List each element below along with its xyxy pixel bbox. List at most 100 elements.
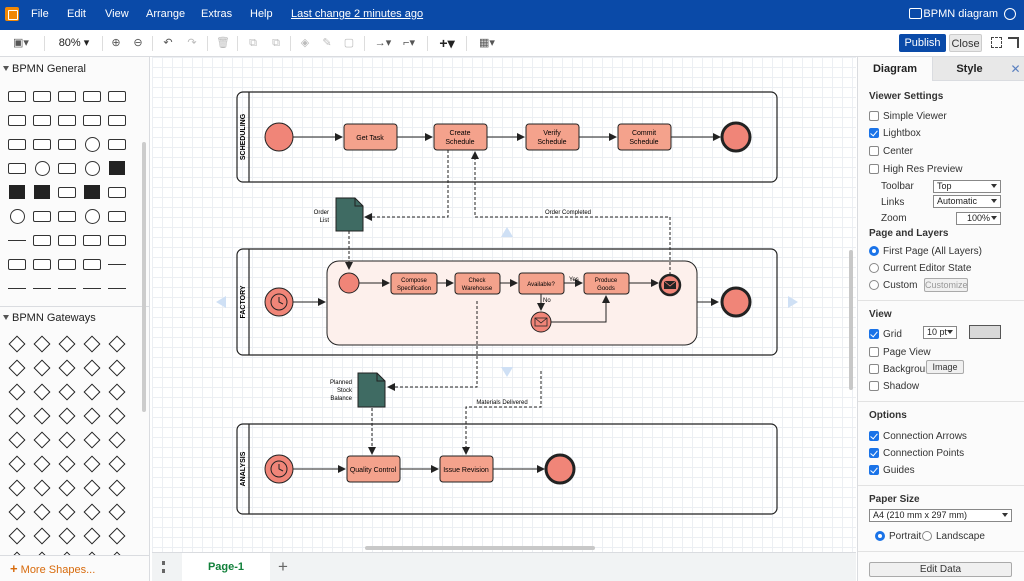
shape-palette-item[interactable] [81, 182, 103, 202]
shape-palette-item[interactable] [56, 334, 78, 354]
shape-palette-item[interactable] [6, 502, 28, 522]
shadow-option[interactable]: Shadow [869, 379, 919, 393]
shape-palette-item[interactable] [81, 406, 103, 426]
shape-palette-item[interactable] [106, 158, 128, 178]
shape-palette-item[interactable] [31, 230, 53, 250]
connection-points-checkbox[interactable] [869, 448, 879, 458]
section-bpmn-general[interactable]: BPMN General [0, 58, 149, 80]
shape-palette-item[interactable] [106, 334, 128, 354]
menu-extras[interactable]: Extras [201, 8, 233, 20]
comments-icon[interactable] [909, 8, 922, 19]
shape-palette-item[interactable] [56, 478, 78, 498]
shape-palette-item[interactable] [81, 526, 103, 546]
menu-arrange[interactable]: Arrange [146, 8, 186, 20]
shape-palette-item[interactable] [31, 254, 53, 274]
shape-palette-item[interactable] [31, 430, 53, 450]
shape-palette-item[interactable] [81, 430, 103, 450]
shape-palette-item[interactable] [56, 182, 78, 202]
shape-palette-item[interactable] [106, 502, 128, 522]
shape-palette-item[interactable] [31, 502, 53, 522]
pages-menu-icon[interactable] [162, 561, 165, 573]
format-panel-icon[interactable]: ▣▾ [13, 37, 29, 49]
shape-palette-item[interactable] [31, 526, 53, 546]
shape-palette-item[interactable] [31, 478, 53, 498]
shape-palette-item[interactable] [6, 454, 28, 474]
sidebar-scrollbar[interactable] [142, 142, 146, 412]
to-back-icon[interactable]: ⧉ [272, 37, 280, 49]
simple-viewer-checkbox[interactable] [869, 111, 879, 121]
waypoints-icon[interactable]: ⌐▾ [403, 37, 415, 49]
shape-palette-item[interactable] [6, 526, 28, 546]
portrait-option[interactable]: Portrait [875, 529, 921, 543]
add-page-icon[interactable]: + [278, 557, 288, 576]
lightbox-checkbox[interactable] [869, 128, 879, 138]
shape-palette-item[interactable] [6, 382, 28, 402]
task-issue-revision[interactable]: Issue Revision [439, 455, 494, 483]
fill-color-icon[interactable]: ◈ [300, 37, 310, 49]
shape-palette-item[interactable] [56, 382, 78, 402]
first-page-radio[interactable] [869, 246, 879, 256]
task-compose-spec[interactable]: Compose Specification [390, 272, 438, 295]
task-commit-schedule[interactable]: Commit Schedule [617, 123, 672, 151]
connection-style-icon[interactable]: →▾ [374, 37, 392, 49]
zoom-in-icon[interactable]: ⊕ [111, 37, 121, 49]
shape-palette-item[interactable] [106, 430, 128, 450]
shape-palette-item[interactable] [81, 230, 103, 250]
custom-option[interactable]: Custom [869, 278, 917, 292]
paper-size-select[interactable]: A4 (210 mm x 297 mm) [869, 509, 1012, 522]
close-button[interactable]: Close [949, 34, 982, 52]
last-change-link[interactable]: Last change 2 minutes ago [291, 8, 424, 20]
tab-style[interactable]: Style [932, 57, 1006, 81]
shape-palette-item[interactable] [106, 454, 128, 474]
shape-palette-item[interactable] [56, 454, 78, 474]
center-checkbox[interactable] [869, 146, 879, 156]
line-color-icon[interactable]: ✎ [322, 37, 332, 49]
shape-palette-item[interactable] [106, 382, 128, 402]
shape-palette-item[interactable] [56, 206, 78, 226]
background-option[interactable]: Background [869, 362, 936, 376]
lane-scheduling[interactable]: SCHEDULING [236, 91, 778, 183]
shape-palette-item[interactable] [81, 382, 103, 402]
shape-palette-item[interactable] [6, 134, 28, 154]
end-message-event[interactable] [658, 273, 682, 297]
high-res-checkbox[interactable] [869, 164, 879, 174]
subprocess-start-event[interactable] [338, 272, 360, 294]
start-event-scheduling[interactable] [264, 122, 294, 152]
shape-palette-item[interactable] [81, 254, 103, 274]
connection-arrows-checkbox[interactable] [869, 431, 879, 441]
page-view-checkbox[interactable] [869, 347, 879, 357]
shape-palette-item[interactable] [56, 358, 78, 378]
shape-palette-item[interactable] [81, 278, 103, 298]
shape-palette-item[interactable] [56, 158, 78, 178]
simple-viewer-option[interactable]: Simple Viewer [869, 109, 947, 123]
toolbar-position-select[interactable]: Top [933, 180, 1001, 193]
shape-palette-item[interactable] [6, 182, 28, 202]
shape-palette-item[interactable] [6, 110, 28, 130]
landscape-option[interactable]: Landscape [922, 529, 985, 543]
shape-palette-item[interactable] [6, 230, 28, 250]
subprocess-container[interactable] [326, 260, 698, 346]
shape-palette-item[interactable] [31, 134, 53, 154]
undo-icon[interactable]: ↶ [163, 37, 173, 49]
shape-palette-item[interactable] [106, 230, 128, 250]
shape-palette-item[interactable] [31, 454, 53, 474]
task-available[interactable]: Available? [518, 272, 565, 295]
shape-palette-item[interactable] [56, 86, 78, 106]
shape-palette-item[interactable] [106, 134, 128, 154]
zoom-select[interactable]: 80% ▾ [58, 37, 90, 49]
lightbox-option[interactable]: Lightbox [869, 126, 921, 140]
image-button[interactable]: Image [926, 360, 964, 374]
lane-analysis[interactable]: ANALYSIS [236, 423, 778, 515]
to-front-icon[interactable]: ⧉ [249, 37, 257, 49]
shape-palette-item[interactable] [81, 110, 103, 130]
tab-diagram[interactable]: Diagram [858, 57, 932, 81]
page-tab-1[interactable]: Page-1 [182, 553, 270, 581]
shape-palette-item[interactable] [81, 158, 103, 178]
shape-palette-item[interactable] [106, 86, 128, 106]
shape-palette-item[interactable] [106, 358, 128, 378]
shape-palette-item[interactable] [81, 454, 103, 474]
guides-option[interactable]: Guides [869, 463, 915, 477]
insert-icon[interactable]: +▾ [439, 35, 455, 51]
grid-checkbox[interactable] [869, 329, 879, 339]
end-event-analysis[interactable] [544, 453, 576, 485]
